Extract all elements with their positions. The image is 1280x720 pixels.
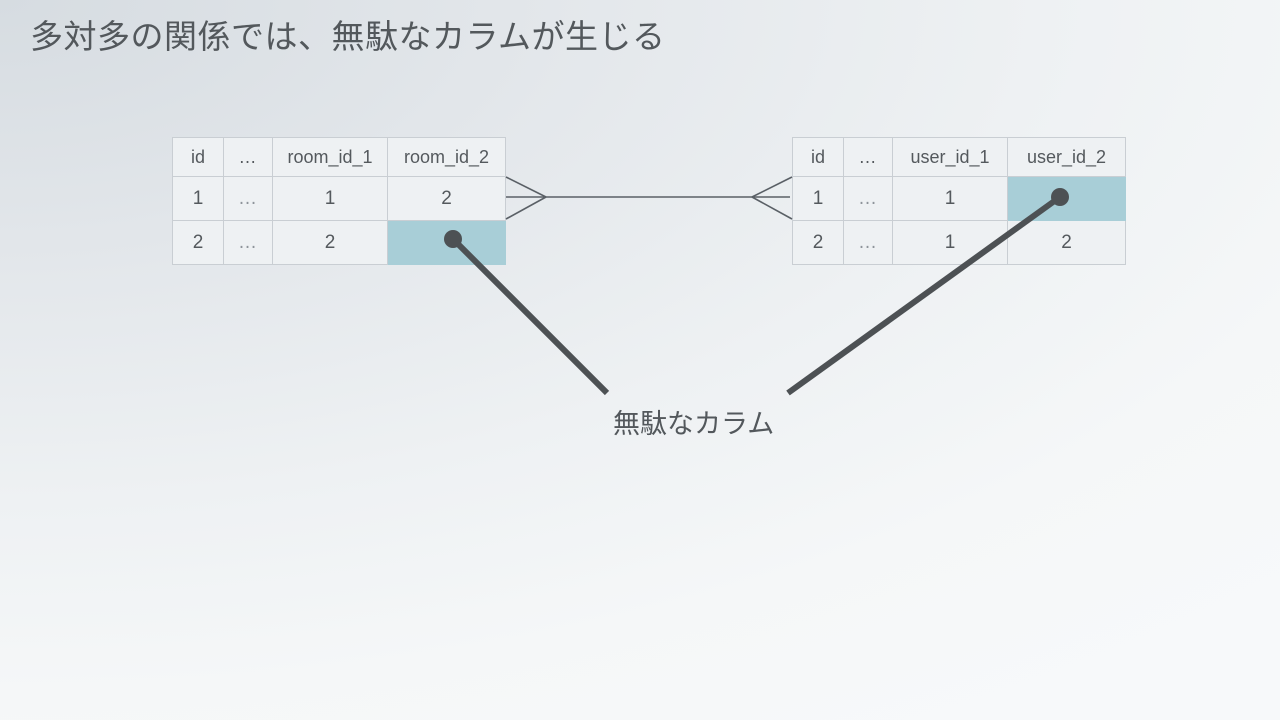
cell-room-id-1: 1 [272,176,388,221]
table-header-row: id … room_id_1 room_id_2 [172,137,506,177]
cell-ellipsis: … [223,176,273,221]
annotation-label: 無駄なカラム [613,409,775,439]
cell-id: 2 [792,220,844,265]
cell-ellipsis: … [223,220,273,265]
column-header-id: id [172,137,224,177]
cell-ellipsis: … [843,176,893,221]
table-header-row: id … user_id_1 user_id_2 [792,137,1126,177]
cell-room-id-2: 2 [387,176,506,221]
column-header-ellipsis: … [843,137,893,177]
table-row: 1 … 1 2 [172,176,506,221]
cell-id: 2 [172,220,224,265]
cell-id: 1 [792,176,844,221]
table-row: 1 … 1 [792,176,1126,221]
cell-user-id-2-highlighted [1007,176,1126,221]
cell-room-id-2-highlighted [387,220,506,265]
crow-foot-left-icon [505,176,547,220]
room-relation-table: id … room_id_1 room_id_2 1 … 1 2 2 … 2 [172,137,506,265]
column-header-user-id-1: user_id_1 [892,137,1008,177]
column-header-room-id-2: room_id_2 [387,137,506,177]
relationship-connector [505,176,793,220]
cell-user-id-1: 1 [892,220,1008,265]
user-relation-table: id … user_id_1 user_id_2 1 … 1 2 … 1 2 [792,137,1126,265]
column-header-ellipsis: … [223,137,273,177]
column-header-room-id-1: room_id_1 [272,137,388,177]
table-row: 2 … 2 [172,220,506,265]
cell-id: 1 [172,176,224,221]
column-header-user-id-2: user_id_2 [1007,137,1126,177]
cell-room-id-1: 2 [272,220,388,265]
table-row: 2 … 1 2 [792,220,1126,265]
cell-user-id-2: 2 [1007,220,1126,265]
cell-user-id-1: 1 [892,176,1008,221]
cell-ellipsis: … [843,220,893,265]
crow-foot-right-icon [751,176,793,220]
column-header-id: id [792,137,844,177]
page-title: 多対多の関係では、無駄なカラムが生じる [30,18,666,55]
